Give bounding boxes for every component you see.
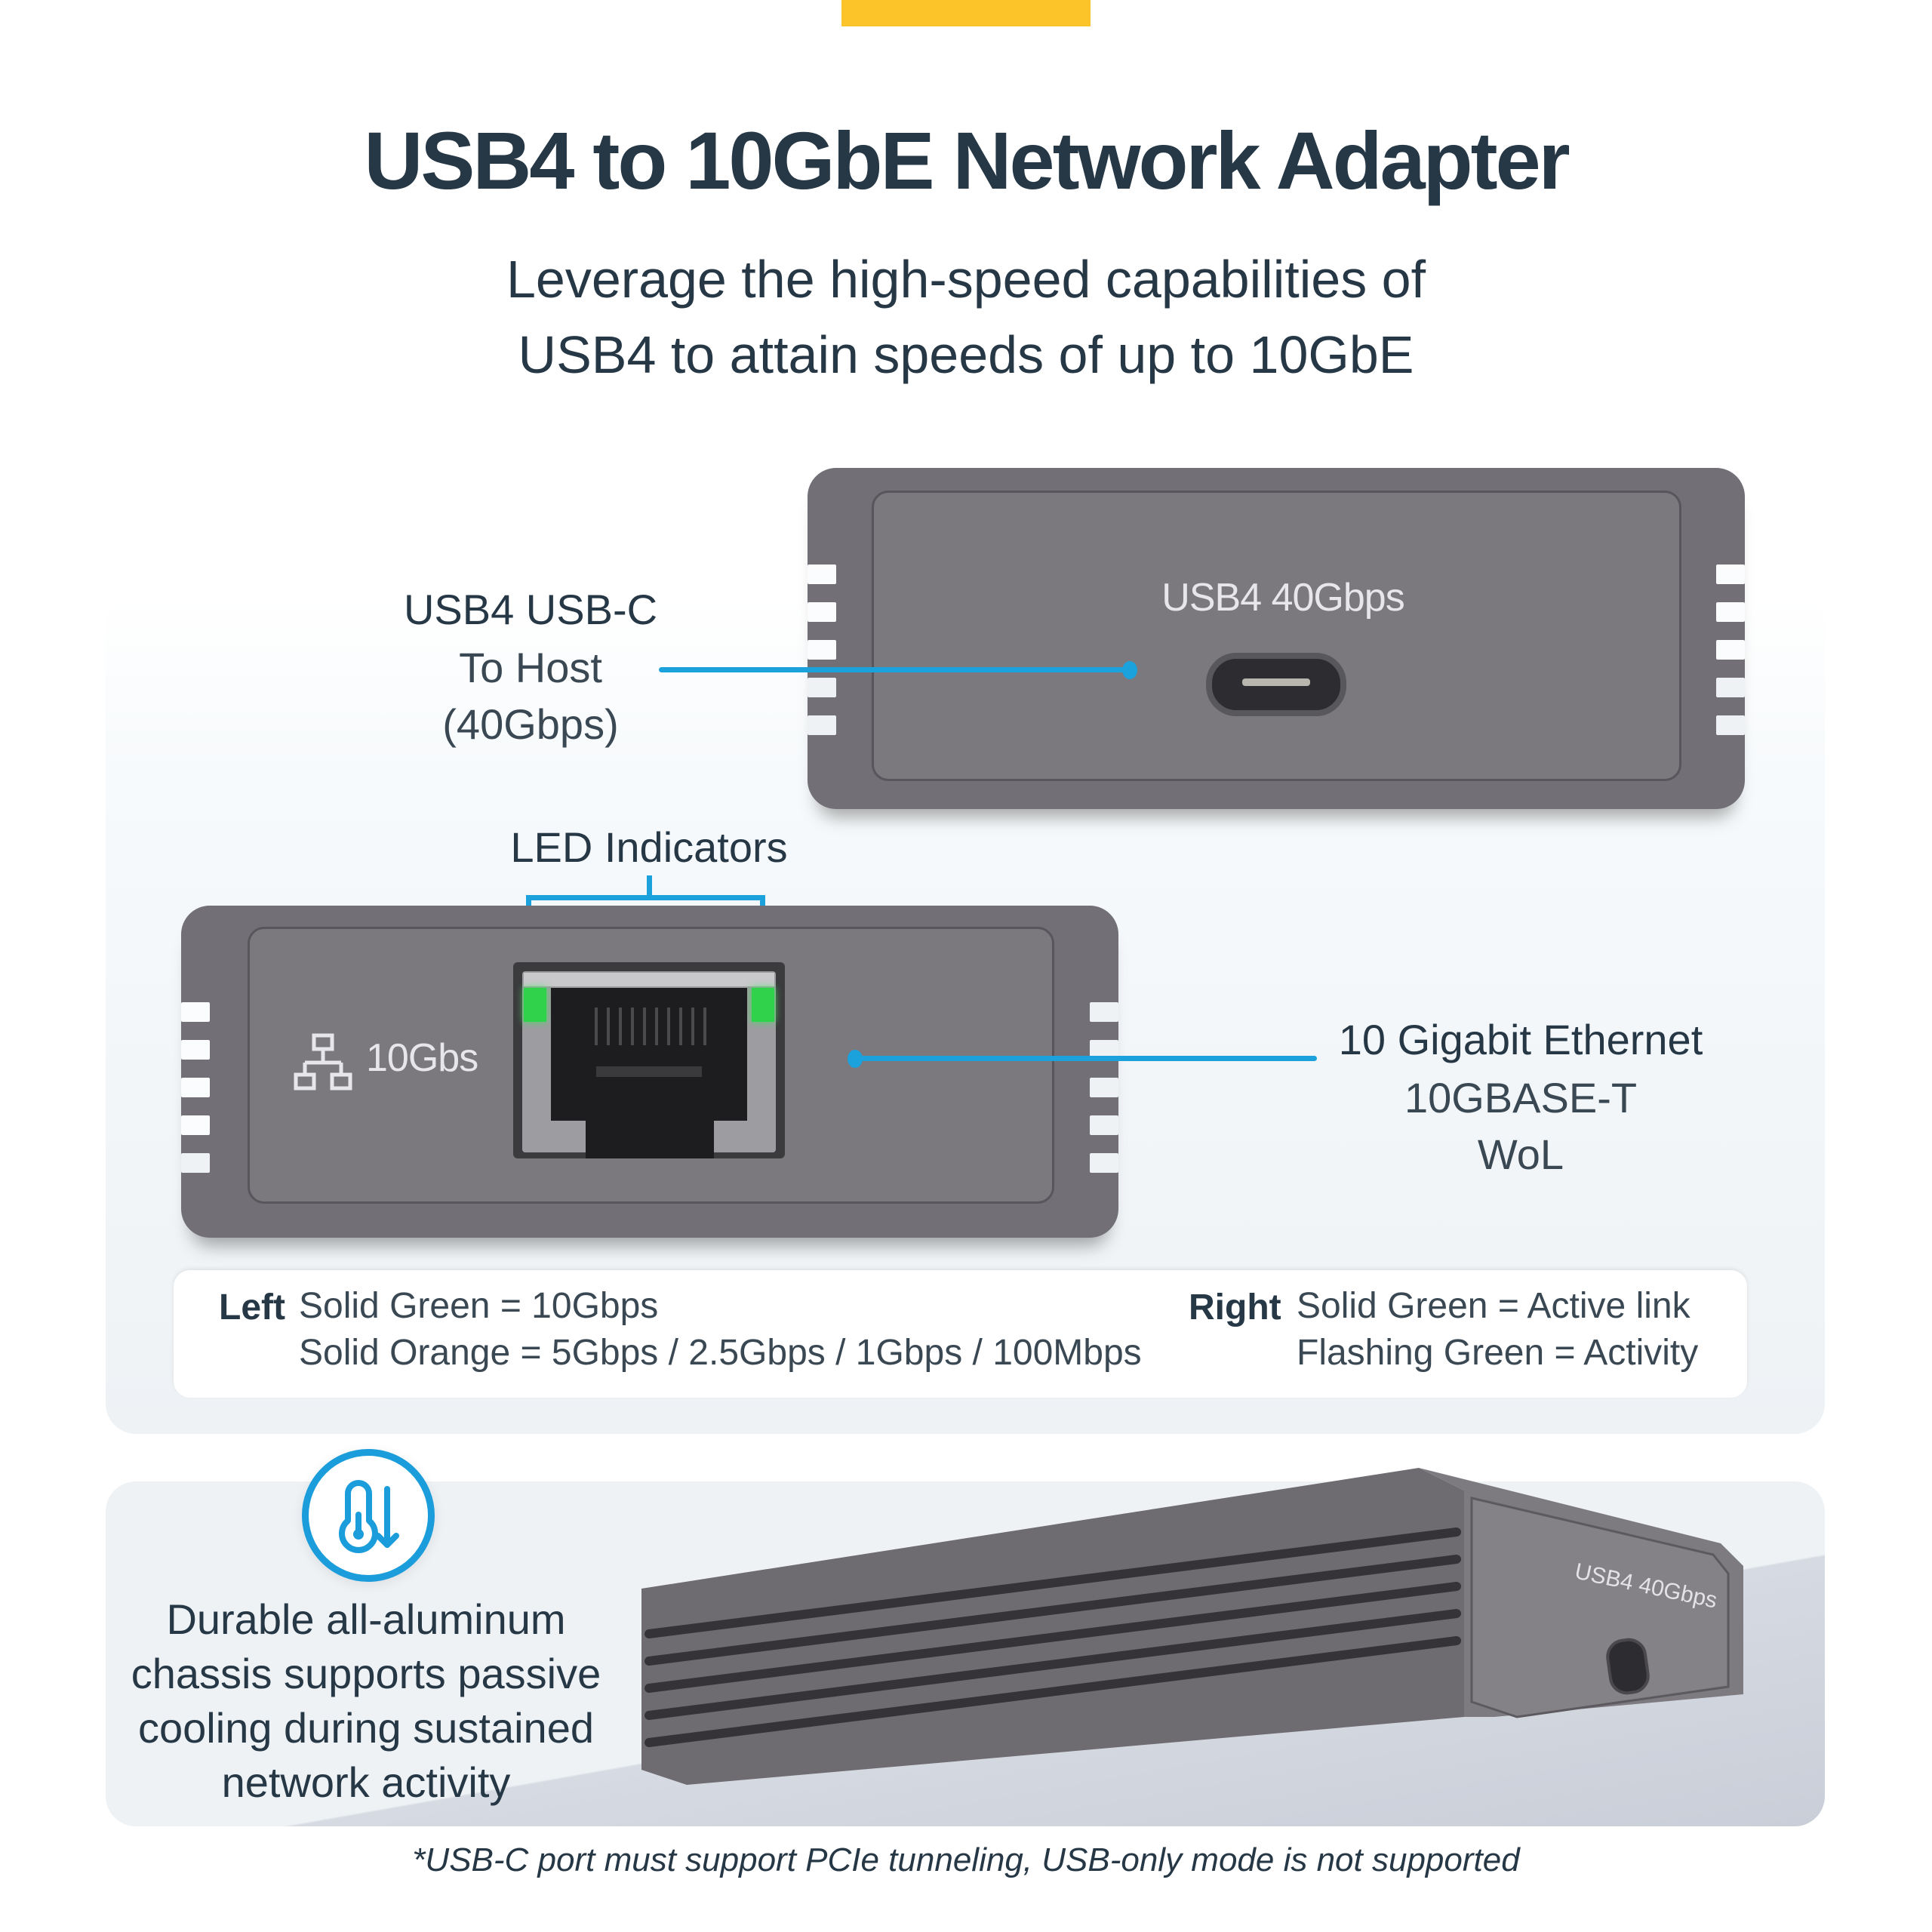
feature-line-4: network activity — [221, 1758, 511, 1806]
usb-c-callout-line-2: (40Gbps) — [442, 700, 619, 748]
page-title: USB4 to 10GbE Network Adapter — [364, 115, 1570, 206]
legend-left-value-1: Solid Green = 10Gbps — [299, 1286, 659, 1326]
top-device: USB4 40Gbps — [808, 468, 1745, 809]
usb-c-callout-line-1: To Host — [459, 644, 602, 691]
ethernet-callout-title: 10 Gigabit Ethernet — [1338, 1016, 1703, 1063]
feature-line-3: cooling during sustained — [138, 1704, 594, 1752]
legend-left-key: Left — [219, 1287, 285, 1327]
thermometer-down-icon — [302, 1449, 435, 1582]
led-bracket-bar — [526, 895, 764, 900]
legend-right-key: Right — [1189, 1287, 1281, 1327]
footnote: *USB-C port must support PCIe tunneling,… — [412, 1841, 1520, 1878]
top-device-face-label: USB4 40Gbps — [1161, 576, 1404, 620]
ethernet-callout-line-1: 10GBASE-T — [1404, 1074, 1638, 1121]
legend-left-value-2: Solid Orange = 5Gbps / 2.5Gbps / 1Gbps /… — [299, 1333, 1142, 1373]
accent-bar — [841, 0, 1091, 26]
feature-line-1: Durable all-aluminum — [166, 1595, 566, 1643]
led-legend — [174, 1270, 1747, 1398]
led-right — [752, 988, 774, 1022]
usb-c-callout-dot — [1122, 661, 1137, 679]
product-body-shape — [641, 1468, 1743, 1785]
subtitle-line-1: Leverage the high-speed capabilities of — [506, 250, 1426, 309]
top-device-face — [872, 491, 1681, 781]
led-bracket-stem — [647, 875, 652, 898]
usb-c-port-icon — [1206, 653, 1346, 716]
subtitle-line-2: USB4 to attain speeds of up to 10GbE — [518, 325, 1414, 384]
rj45-port-icon — [513, 962, 785, 1158]
product-render: USB4 40Gbps — [626, 1468, 1811, 1785]
legend-right-value-2: Flashing Green = Activity — [1297, 1333, 1699, 1373]
led-indicators-label: LED Indicators — [510, 823, 788, 871]
legend-right-value-1: Solid Green = Active link — [1297, 1286, 1690, 1326]
ethernet-callout-line — [855, 1056, 1317, 1061]
usb-c-callout-title: USB4 USB-C — [403, 586, 658, 633]
feature-line-2: chassis supports passive — [131, 1650, 601, 1697]
network-topology-icon — [294, 1033, 352, 1091]
ethernet-face-label: 10Gbs — [366, 1036, 478, 1080]
ethernet-callout-line-2: WoL — [1477, 1131, 1564, 1178]
led-left — [524, 988, 546, 1022]
usb-c-callout-line — [659, 667, 1128, 672]
